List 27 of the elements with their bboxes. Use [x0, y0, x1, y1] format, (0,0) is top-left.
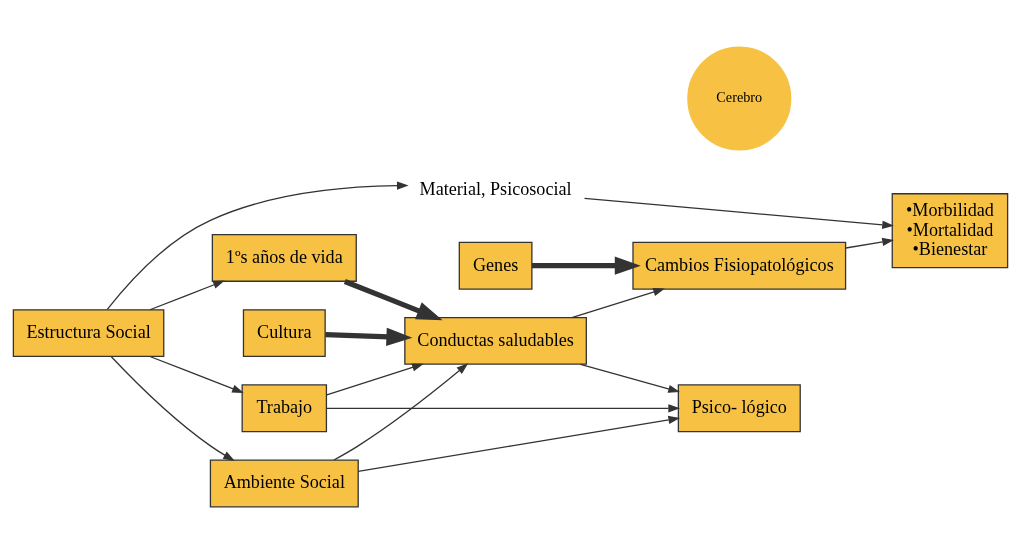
node-text: Material, Psicosocial	[419, 179, 572, 200]
node-box: Trabajo	[241, 384, 328, 433]
arrow	[149, 355, 244, 394]
arrow	[357, 415, 681, 473]
arrow	[333, 363, 469, 461]
node-box: 1ºs años de vida	[211, 233, 357, 282]
node-box: Conductas saludables	[404, 316, 587, 365]
arrow	[845, 237, 894, 249]
node-box: Psico- lógico	[677, 384, 801, 433]
node-box: Cultura	[242, 309, 326, 358]
arrow	[325, 404, 680, 413]
arrow	[531, 256, 641, 275]
node-box: Cambios Fisiopatológicos	[632, 241, 847, 290]
arrow	[110, 356, 235, 461]
arrow	[106, 181, 409, 311]
arrow	[571, 288, 665, 319]
arrow	[583, 197, 894, 229]
node-circle: Cerebro	[687, 46, 792, 151]
node-box: Genes	[458, 241, 533, 290]
arrow	[326, 363, 424, 396]
node-box: •Morbilidad •Mortalidad •Bienestar	[891, 193, 1009, 269]
arrow	[325, 327, 413, 346]
arrow	[149, 280, 225, 311]
node-box: Estructura Social	[12, 309, 165, 358]
node-box: Ambiente Social	[209, 459, 359, 508]
arrow	[579, 363, 680, 393]
arrow	[343, 279, 443, 321]
